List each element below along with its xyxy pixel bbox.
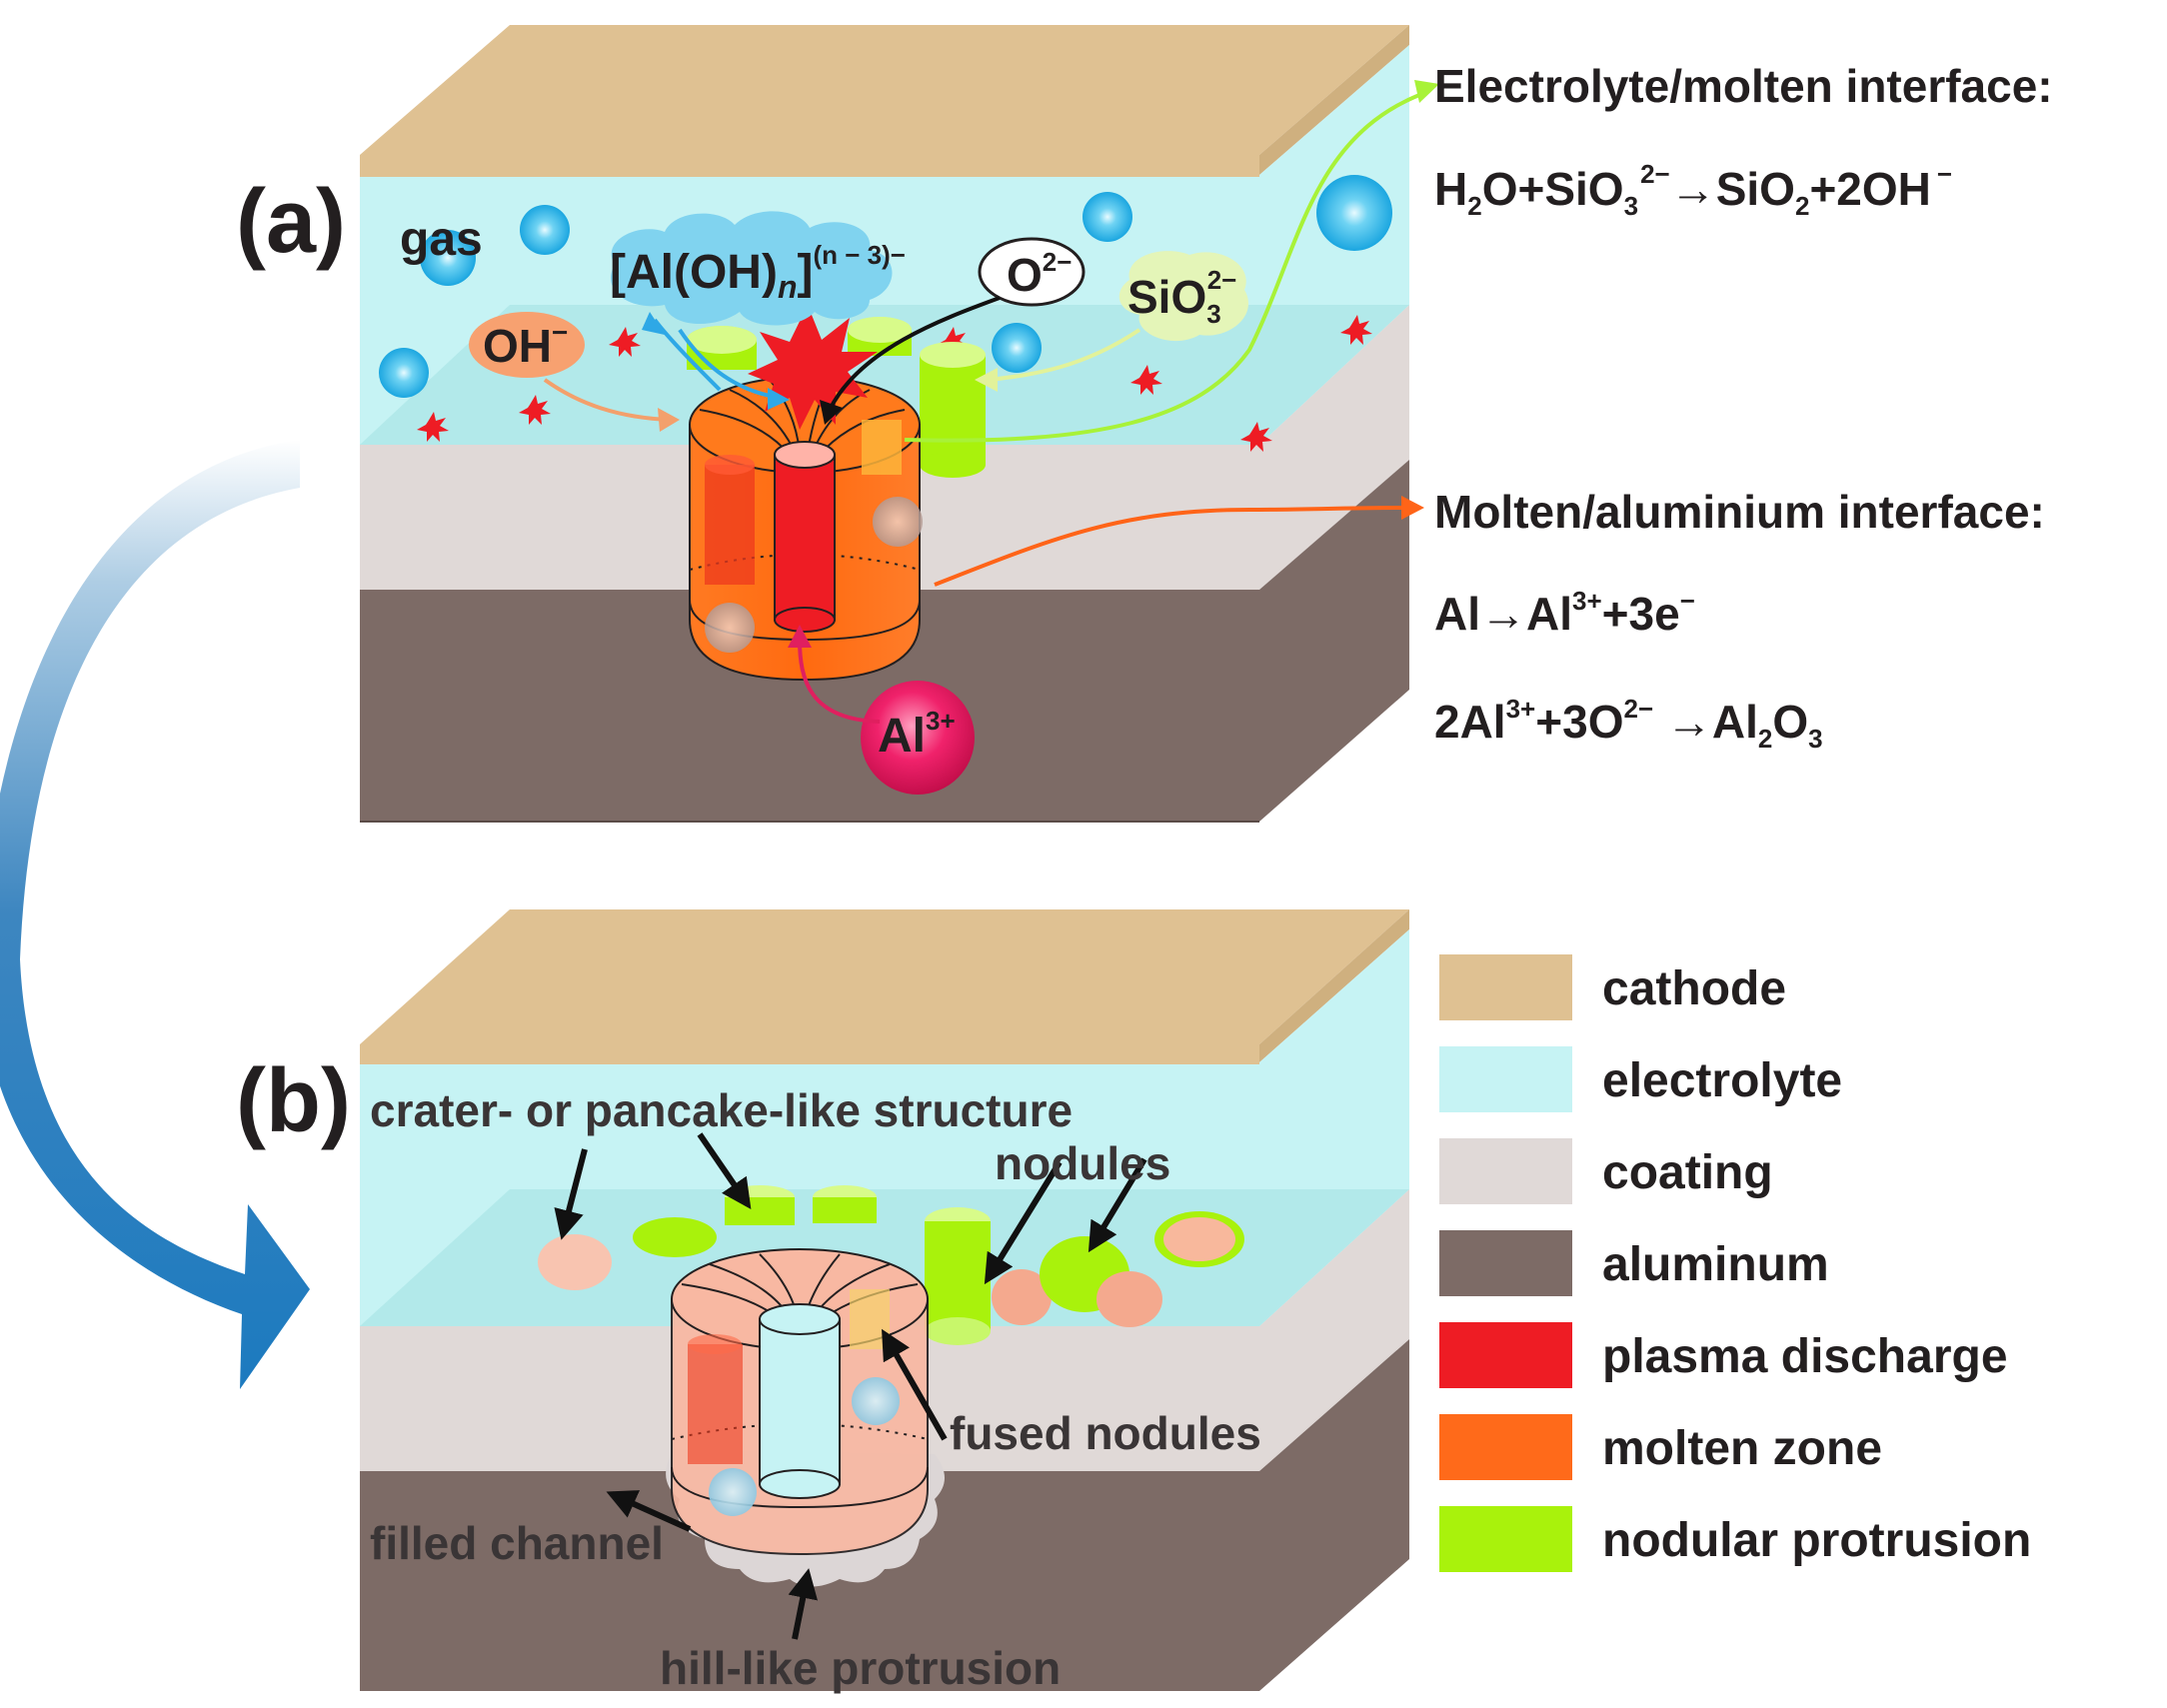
aloh-n: n [778,269,798,305]
o-sup: 2− [1043,247,1073,277]
aloh-close: ] [798,246,814,299]
aluminum-side-b [1259,1339,1409,1691]
cathode-front-a [360,155,1259,177]
legend-swatch [1439,954,1572,1020]
svg-text:Al3+: Al3+ [878,706,956,763]
legend-label: aluminum [1602,1238,1829,1291]
aloh-sup: (n − 3)− [813,240,905,270]
aluminium-eq2: 2Al3++3O2− →Al2O3 [1434,694,1823,754]
cathode-front-b [360,1044,1259,1064]
spark [519,395,551,425]
gas-bubble [379,348,429,398]
gas-bubble [1316,175,1392,251]
legend-label: electrolyte [1602,1054,1842,1107]
coating-side-b [1259,1189,1409,1471]
aloh-main: [Al(OH) [610,246,778,299]
fused-nodules-label: fused nodules [950,1407,1261,1459]
legend-swatch [1439,1046,1572,1112]
panel-a-label: (a) [236,172,346,272]
electrolyte-interface-title: Electrolyte/molten interface: [1434,60,2053,112]
filled-channel-label: filled channel [370,1517,664,1569]
transition-arrow [0,440,310,1389]
cathode-top-a [360,25,1409,155]
aluminum-side-a [1259,460,1409,822]
plasma-channel-a [774,454,836,621]
sio-label: SiO [1127,271,1206,323]
panel-b-label: (b) [236,1051,351,1151]
nodules-label: nodules [995,1137,1170,1189]
nodules-b [538,1185,1244,1345]
gas-bubble [520,205,570,255]
legend-swatch [1439,1506,1572,1572]
legend-swatch [1439,1230,1572,1296]
legend-swatch [1439,1414,1572,1480]
aluminium-interface-title: Molten/aluminium interface: [1434,486,2045,538]
pointers-b [554,1132,1147,1640]
cathode-side-b [1259,909,1409,1062]
al-label: Al [878,710,926,763]
aluminium-eq1: Al→Al3++3e− [1434,586,1695,640]
svg-text:O2−: O2− [1007,247,1072,301]
legend: cathode electrolyte coating aluminum plasma … [1439,954,2031,1572]
legend-label: plasma discharge [1602,1330,2008,1383]
spark [417,412,449,442]
svg-text:[Al(OH)n](n − 3)−: [Al(OH)n](n − 3)− [610,240,906,305]
arrows-a [543,80,1439,724]
sio-sup: 2− [1207,265,1237,295]
coating-side-a [1259,305,1409,590]
nodules-a [687,317,986,478]
svg-text:OH−: OH− [483,317,568,372]
molten-zone-a [689,376,923,682]
channel-filled-b [688,1344,743,1464]
cathode-top-b [360,909,1409,1044]
o-label: O [1007,249,1043,301]
legend-label: coating [1602,1146,1773,1199]
spark [609,327,641,357]
spark [1340,315,1372,345]
oh-sup: − [552,317,568,348]
sio-sub: 3 [1206,299,1220,329]
channel-open-b [759,1318,841,1485]
gas-bubble [1083,192,1132,242]
sio3-blob [1118,251,1248,342]
legend-swatch [1439,1322,1572,1388]
legend-label: nodular protrusion [1602,1514,2031,1567]
hill-protrusion-label: hill-like protrusion [660,1642,1061,1694]
spark [1130,365,1162,395]
spark [1240,422,1272,452]
gas-label: gas [400,213,483,266]
legend-swatch [1439,1138,1572,1204]
legend-label: molten zone [1602,1422,1882,1475]
al-sup: 3+ [926,706,956,736]
fused-cylinder-b [671,1248,929,1556]
gas-bubbles-a [379,175,1392,398]
gas-bubble [992,323,1042,373]
cathode-side-a [1259,25,1409,175]
al-ion [861,681,975,795]
o2-ellipse [978,237,1085,307]
crater-label: crater- or pancake-like structure [370,1084,1073,1136]
aloh-cloud [611,211,893,326]
svg-text:SiO32−: SiO3 2− [1127,265,1236,329]
oh-label: OH [483,320,552,372]
legend-label: cathode [1602,962,1786,1015]
gas-bubble [420,230,476,286]
oh-blob [469,312,585,378]
electrolyte-eq: H2O+SiO32−→SiO2+2OH− [1434,159,1952,221]
